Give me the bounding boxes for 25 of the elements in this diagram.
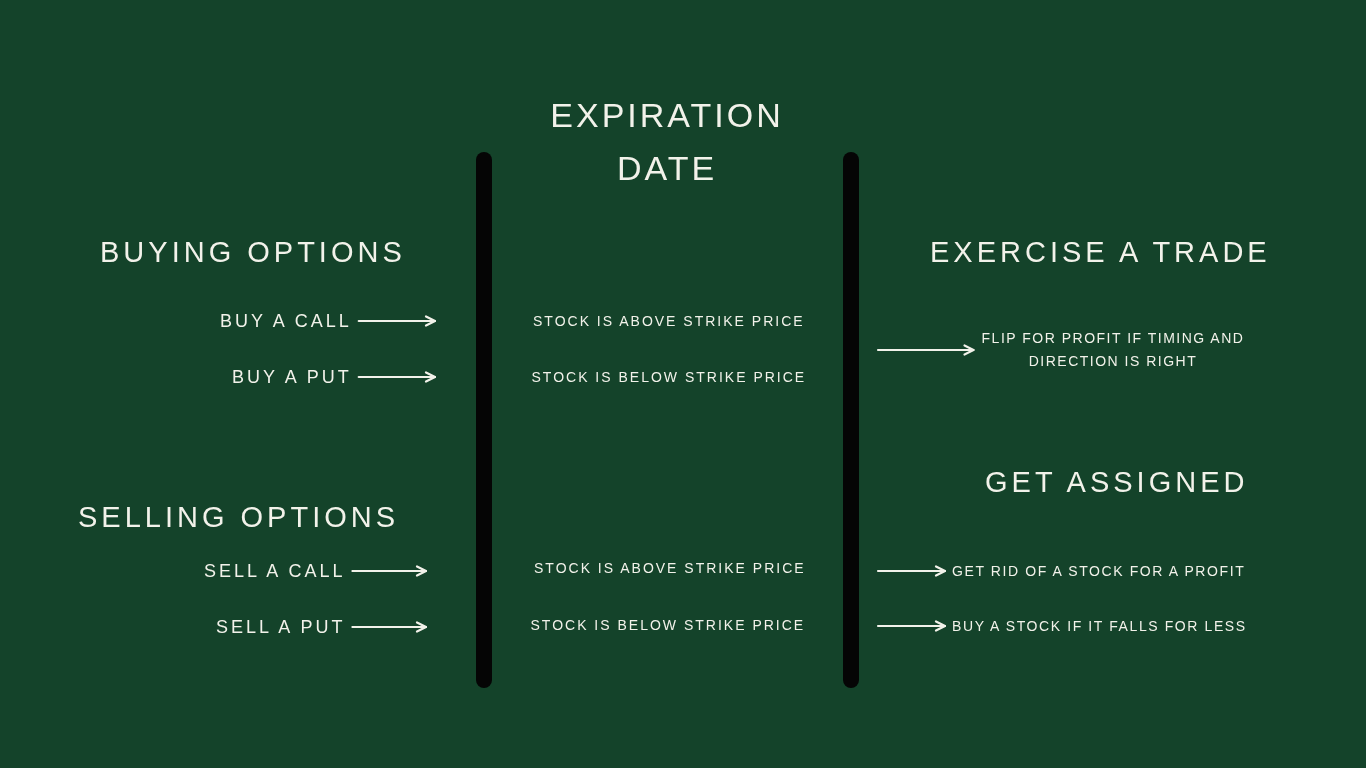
arrow [876,620,947,632]
condition-text: STOCK IS ABOVE STRIKE PRICE [533,312,805,330]
action-label: BUY A PUT [232,365,352,389]
action-label: SELL A CALL [204,559,346,583]
column-heading: EXPIRATION DATE [549,95,785,189]
section-heading: EXERCISE A TRADE [930,235,1271,270]
arrow [357,315,437,327]
section-heading: SELLING OPTIONS [78,500,400,535]
arrow [876,344,975,356]
section-heading: BUYING OPTIONS [100,235,406,270]
section-heading: GET ASSIGNED [985,465,1249,500]
condition-text: STOCK IS BELOW STRIKE PRICE [530,616,806,634]
action-label: BUY A CALL [220,309,352,333]
outcome-label: GET RID OF A STOCK FOR A PROFIT [952,562,1246,580]
arrow [876,565,947,577]
action-label: SELL A PUT [216,615,346,639]
divider-bar [476,152,492,688]
divider-bar [843,152,859,688]
outcome-label: FLIP FOR PROFIT IF TIMING AND DIRECTION IS RIGHT [980,327,1246,373]
arrow [357,371,437,383]
condition-text: STOCK IS ABOVE STRIKE PRICE [534,559,806,577]
condition-text: STOCK IS BELOW STRIKE PRICE [531,368,807,386]
arrow [351,565,428,577]
arrow [351,621,428,633]
outcome-label: BUY A STOCK IF IT FALLS FOR LESS [952,617,1247,635]
